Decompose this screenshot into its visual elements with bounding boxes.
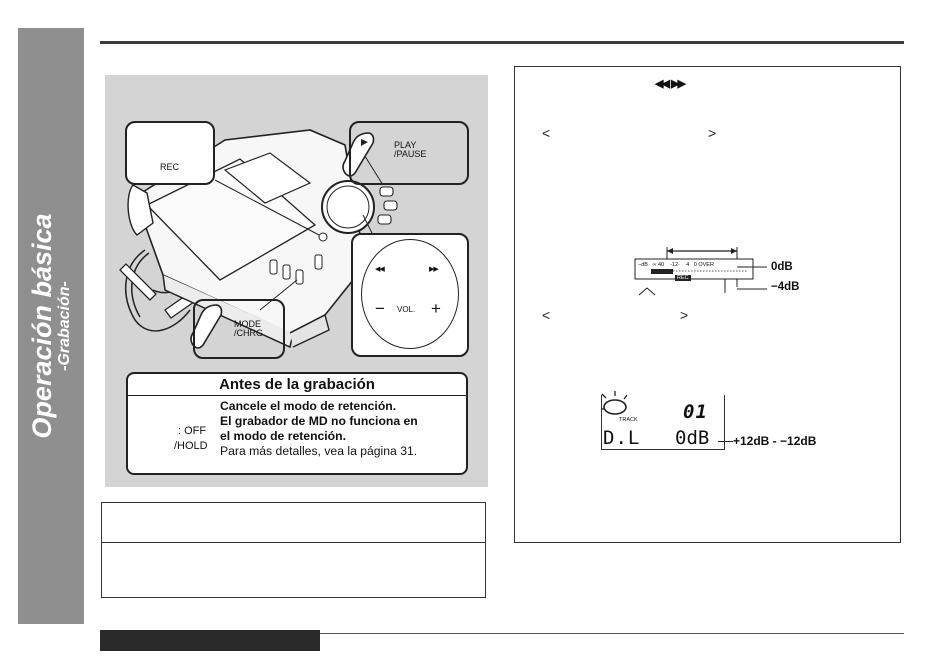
antes-line-1: Cancele el modo de retención. bbox=[220, 399, 397, 413]
hold-label: /HOLD bbox=[174, 440, 208, 452]
antes-line-2: El grabador de MD no funciona en bbox=[220, 414, 418, 428]
lcd-leader-line bbox=[718, 441, 733, 442]
lcd-left-text: D.L bbox=[603, 427, 641, 449]
level-meter-drawing bbox=[634, 247, 754, 296]
side-tab: Operación básica -Grabación- bbox=[18, 28, 84, 624]
lcd-track-number: 01 bbox=[683, 401, 708, 423]
before-recording-title: Antes de la grabación bbox=[128, 376, 466, 396]
note-box bbox=[101, 502, 486, 598]
level-4db-label: −4dB bbox=[771, 281, 800, 293]
meter-rec-badge: REC bbox=[675, 275, 691, 281]
angle-left-1: < bbox=[542, 125, 551, 141]
disc-spinning-icon bbox=[601, 391, 628, 415]
skip-forward-icon: ▶▶ bbox=[429, 266, 439, 273]
skip-back-icon: ◀◀ bbox=[375, 266, 385, 273]
device-illustration: REC PLAY /PAUSE MODE /CHRG ◀◀ ▶▶ − VOL. … bbox=[105, 75, 488, 487]
lcd-range-label: +12dB - −12dB bbox=[733, 434, 817, 448]
mode-chrg-label: MODE /CHRG bbox=[234, 319, 263, 339]
lcd-display bbox=[601, 395, 725, 450]
angle-right-2: > bbox=[680, 307, 689, 323]
volume-label: VOL. bbox=[397, 305, 416, 314]
rec-callout bbox=[125, 121, 215, 185]
right-panel: ◀◀ ▶▶ < > −dB ∞ 40 -12· 4 0 OVER REC 0dB… bbox=[514, 66, 901, 543]
antes-line-4: Para más detalles, vea la página 31. bbox=[220, 444, 418, 458]
top-rule bbox=[100, 41, 904, 44]
volume-minus: − bbox=[375, 299, 385, 318]
volume-plus: + bbox=[431, 299, 441, 318]
side-title-sub: -Grabación- bbox=[55, 281, 73, 371]
side-title: Operación básica -Grabación- bbox=[18, 28, 84, 624]
play-pause-callout bbox=[349, 121, 469, 185]
hold-off-label: : OFF bbox=[178, 425, 207, 437]
md-recorder-drawing bbox=[119, 129, 398, 442]
level-0db-label: 0dB bbox=[771, 261, 793, 273]
volume-callout: ◀◀ ▶▶ − VOL. + bbox=[351, 233, 469, 357]
meter-scale: −dB ∞ 40 -12· 4 0 OVER bbox=[638, 262, 714, 268]
side-title-main: Operación básica bbox=[27, 213, 58, 439]
angle-right-1: > bbox=[708, 125, 717, 141]
bottom-bar bbox=[100, 630, 320, 651]
lcd-track-label: TRACK bbox=[619, 417, 638, 423]
angle-left-2: < bbox=[542, 307, 551, 323]
level-leader-lines bbox=[737, 266, 767, 290]
note-divider bbox=[102, 542, 485, 543]
play-pause-label: PLAY /PAUSE bbox=[394, 140, 427, 160]
skip-buttons-icon: ◀◀ ▶▶ bbox=[655, 78, 686, 90]
antes-line-3: el modo de retención. bbox=[220, 429, 346, 443]
mode-chrg-callout bbox=[193, 299, 285, 359]
before-recording-box: Antes de la grabación : OFF /HOLD Cancel… bbox=[126, 372, 468, 475]
lcd-right-text: 0dB bbox=[675, 427, 710, 449]
volume-dial bbox=[361, 239, 459, 349]
rec-label: REC bbox=[160, 162, 180, 172]
bottom-rule bbox=[320, 633, 904, 634]
before-recording-text: Cancele el modo de retención. El grabado… bbox=[220, 399, 466, 459]
